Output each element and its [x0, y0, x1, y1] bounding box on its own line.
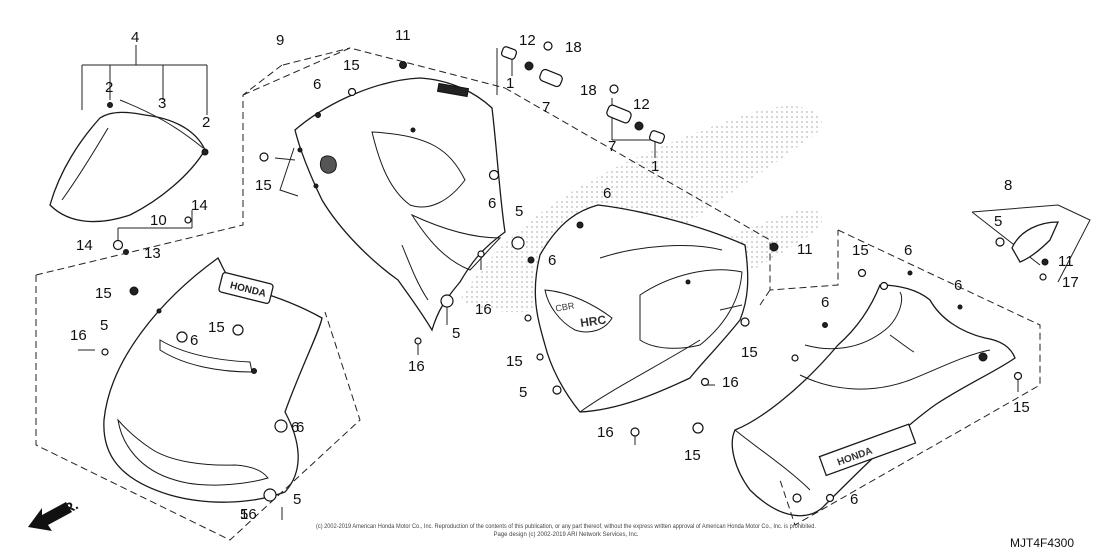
- callout-label: 15: [255, 177, 272, 194]
- callout-label: 16: [70, 327, 87, 344]
- callout-label: 14: [76, 237, 93, 254]
- callout-label: 6: [190, 332, 198, 349]
- callout-label: 4: [131, 29, 139, 46]
- callout-label: 16: [240, 506, 257, 523]
- callout-label: 9: [276, 32, 284, 49]
- callout-label: 16: [722, 374, 739, 391]
- callout-label: 6: [313, 76, 321, 93]
- callout-label: 6: [821, 294, 829, 311]
- callout-label: 16: [597, 424, 614, 441]
- callout-label: 6: [488, 195, 496, 212]
- callout-label: 6: [850, 491, 858, 508]
- callout-label: 1: [651, 158, 659, 175]
- callout-label: 12: [519, 32, 536, 49]
- callout-label: 6: [954, 277, 962, 294]
- stay-bracket: [1011, 221, 1060, 263]
- front-direction-arrow: [28, 502, 72, 531]
- callout-label: 7: [542, 99, 550, 116]
- callout-label: 18: [580, 82, 597, 99]
- side-cowl-right: [534, 204, 749, 413]
- callout-label: 5: [240, 506, 248, 523]
- callout-label: 6: [296, 419, 304, 436]
- callout-label: 6: [603, 185, 611, 202]
- side-cowl-left: [294, 77, 506, 332]
- svg-text:HRC: HRC: [579, 312, 607, 330]
- svg-text:CBR: CBR: [555, 300, 576, 313]
- honda-badge: [218, 271, 274, 305]
- windscreen: [49, 111, 206, 223]
- callout-label: 18: [565, 39, 582, 56]
- callout-label: 15: [95, 285, 112, 302]
- callout-label: 5: [515, 203, 523, 220]
- callout-labels: 4 2 3 2 9 11 12 18 1 7 18 12 7 1 15 6 15…: [70, 27, 1079, 523]
- callout-label: 15: [506, 353, 523, 370]
- callout-label: 5: [994, 213, 1002, 230]
- callout-label: 6: [904, 242, 912, 259]
- callout-label: 13: [144, 245, 161, 262]
- callout-label: 17: [1062, 274, 1079, 291]
- callout-label: 11: [395, 27, 411, 44]
- callout-label: 15: [741, 344, 758, 361]
- callout-label: 5: [293, 491, 301, 508]
- callout-label: 2: [105, 79, 113, 96]
- callout-label: 11: [797, 241, 813, 258]
- callout-label: 15: [852, 242, 869, 259]
- windscreen-seal-strip: [119, 99, 204, 149]
- callout-label: 6: [291, 419, 299, 436]
- callout-label: 5: [100, 317, 108, 334]
- callout-label: 15: [1013, 399, 1030, 416]
- callout-label: 8: [1004, 177, 1012, 194]
- callout-label: 16: [475, 301, 492, 318]
- callout-label: 5: [519, 384, 527, 401]
- callout-label: 5: [452, 325, 460, 342]
- callout-label: 15: [343, 57, 360, 74]
- callout-label: 15: [208, 319, 225, 336]
- callout-label: 14: [191, 197, 208, 214]
- lower-cowl: [731, 284, 1016, 517]
- copyright-line-1: (c) 2002-2019 American Honda Motor Co., …: [316, 524, 816, 530]
- callout-label: 10: [150, 212, 167, 229]
- callout-label: 11: [1058, 253, 1074, 270]
- callout-label: 1: [506, 75, 514, 92]
- callout-label: 3: [158, 95, 166, 112]
- copyright-line-2: Page design (c) 2002-2019 ARI Network Se…: [493, 532, 638, 538]
- callout-label: 6: [548, 252, 556, 269]
- callout-label: 2: [202, 114, 210, 131]
- callout-label: 7: [608, 138, 616, 155]
- diagram-code: MJT4F4300: [1010, 536, 1074, 550]
- callout-label: 12: [633, 96, 650, 113]
- callout-label: 15: [684, 447, 701, 464]
- lower-cowl-decal: [818, 423, 917, 477]
- callout-label: 16: [408, 358, 425, 375]
